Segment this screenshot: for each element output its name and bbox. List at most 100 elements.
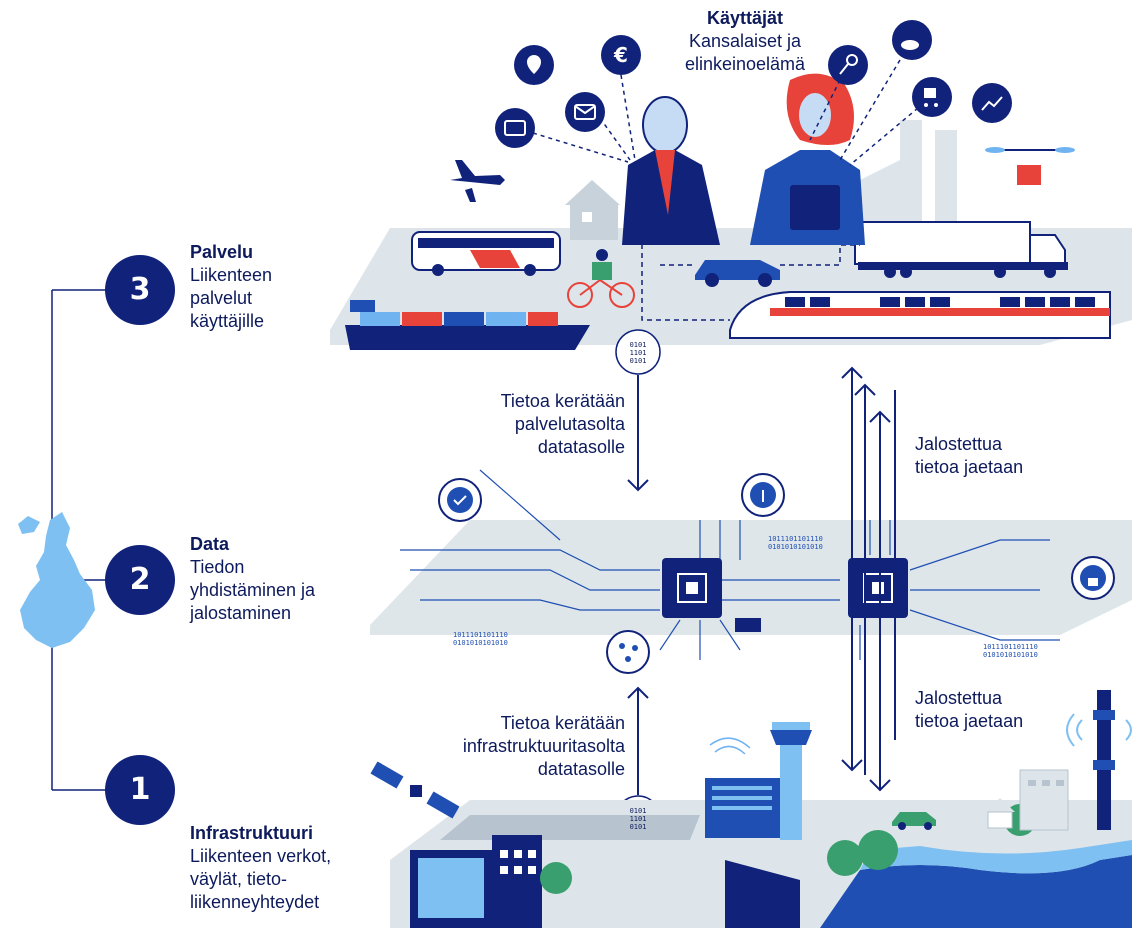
lock-icon: [1071, 556, 1115, 600]
arrow-service-to-data: [627, 375, 649, 492]
svg-text:€: €: [613, 43, 628, 67]
shared-data-upper-label: Jalostettua tietoa jaetaan: [915, 433, 1023, 479]
data-platform: [370, 520, 1132, 635]
users-subtitle-line2: elinkeinoelämä: [684, 54, 806, 74]
processor-chip-left: [662, 558, 722, 618]
user-service-icons: €: [495, 20, 1012, 148]
infra-car: [892, 812, 936, 830]
shared-lower-line-1: Jalostettua: [915, 688, 1003, 708]
house-small: [985, 798, 1015, 829]
flow-service-line-3: datatasolle: [537, 437, 625, 457]
users-heading: Käyttäjät Kansalaiset ja elinkeinoelämä: [640, 7, 850, 76]
level-2-line-2: yhdistäminen ja: [190, 580, 316, 600]
office-building-left: [410, 835, 542, 928]
ship-illustration: [345, 300, 590, 350]
man-illustration: [622, 96, 720, 245]
binary-stream-a1: 1011101101110: [768, 535, 823, 543]
level-3-line-2: palvelut: [190, 288, 253, 308]
binary-stream-b2: 0101010101010: [453, 639, 508, 647]
binary-bubble-top: [615, 329, 661, 375]
factory-illustration: [860, 120, 957, 230]
flow-infra-line-1: Tietoa kerätään: [500, 713, 625, 733]
binary-stream-a2: 1011101101110: [453, 631, 508, 639]
shared-data-arrows: [841, 366, 896, 792]
wireless-signal-icon: [1066, 713, 1132, 747]
shared-upper-line-2: tietoa jaetaan: [915, 457, 1024, 477]
water-area: [820, 855, 1132, 928]
cyclist-head: [596, 249, 608, 261]
bus-illustration: [411, 231, 561, 276]
binary-bubble-bottom-text: 0101 1101 0101: [629, 807, 647, 831]
cyclist-body: [592, 262, 612, 280]
level-2-text: Data Tiedon yhdistäminen ja jalostaminen: [190, 533, 315, 625]
delivery-cart-icon: [912, 77, 952, 117]
train-illustration: [729, 291, 1111, 339]
cyclist-illustration: [567, 279, 635, 308]
cloud-upload-icon: [741, 473, 785, 517]
binary-stream-b1: 0101010101010: [768, 543, 823, 551]
drone-illustration: [985, 147, 1075, 185]
checkmark-icon: [438, 478, 482, 522]
cell-tower-illustration: [1093, 690, 1115, 830]
car-illustration: [695, 260, 780, 287]
terminal-building: [705, 778, 780, 838]
level-2-badge: 2: [105, 545, 175, 615]
level-3-line-1: Liikenteen: [190, 265, 273, 285]
water-highlight: [860, 840, 1132, 874]
level-2-line-3: jalostaminen: [190, 603, 292, 623]
flow-infra-line-3: datatasolle: [537, 759, 625, 779]
level-3-line-3: käyttäjille: [190, 311, 265, 331]
level-1-text: Infrastruktuuri Liikenteen verkot, väylä…: [190, 822, 331, 914]
key-icon: [828, 45, 868, 85]
weather-icon: [892, 20, 932, 60]
shared-lower-line-2: tietoa jaetaan: [915, 711, 1024, 731]
memory-chip: [735, 618, 761, 632]
user-icon-links: [532, 59, 919, 166]
location-pin-icon: [514, 45, 554, 85]
truck-illustration: [854, 221, 1068, 278]
mail-icon: [565, 92, 605, 132]
trees: [540, 804, 1036, 894]
control-tower-illustration: [770, 722, 812, 840]
binary-bubble-top-text: 0101 1101 0101: [629, 341, 647, 365]
level-3-text: Palvelu Liikenteen palvelut käyttäjille: [190, 241, 272, 333]
users-title: Käyttäjät: [706, 8, 784, 28]
hangar-building: [725, 860, 800, 928]
level-3-badge: 3: [105, 255, 175, 325]
flow-service-to-data-label: Tietoa kerätään palvelutasolta datatasol…: [420, 390, 625, 459]
network-graph-icon: [606, 630, 650, 674]
flow-service-line-1: Tietoa kerätään: [500, 391, 625, 411]
shared-data-lower-label: Jalostettua tietoa jaetaan: [915, 687, 1023, 733]
chart-trend-icon: [972, 83, 1012, 123]
house-illustration: [565, 180, 620, 240]
level-3-title: Palvelu: [190, 242, 254, 262]
apartment-building: [1019, 769, 1069, 831]
finland-map-icon: [18, 512, 95, 648]
level-2-title: Data: [190, 534, 230, 554]
road-surface: [440, 815, 700, 840]
tv-icon: [495, 108, 535, 148]
flow-infra-line-2: infrastruktuuritasolta: [462, 736, 625, 756]
binary-stream-b3: 0101010101010: [983, 651, 1038, 659]
level-1-line-1: Liikenteen verkot,: [190, 846, 332, 866]
satellite-icon: [370, 761, 460, 819]
arrow-infra-to-data: [627, 686, 649, 795]
processor-chip-right: [848, 558, 908, 618]
binary-stream-a3: 1011101101110: [983, 643, 1038, 651]
euro-icon: €: [601, 35, 641, 75]
level-2-line-1: Tiedon: [190, 557, 245, 577]
radar-antenna-icon: [709, 737, 751, 755]
users-subtitle-line1: Kansalaiset ja: [688, 31, 802, 51]
shared-upper-line-1: Jalostettua: [915, 434, 1003, 454]
level-1-line-2: väylät, tieto-: [190, 869, 288, 889]
level-1-line-3: liikenneyhteydet: [190, 892, 320, 912]
circuit-traces: [400, 469, 1060, 660]
woman-illustration: [750, 73, 865, 245]
airplane-icon: [450, 160, 505, 202]
flow-service-line-2: palvelutasolta: [514, 414, 625, 434]
level-1-badge: 1: [105, 755, 175, 825]
level-1-title: Infrastruktuuri: [190, 823, 314, 843]
flow-infra-to-data-label: Tietoa kerätään infrastruktuuritasolta d…: [395, 712, 625, 781]
